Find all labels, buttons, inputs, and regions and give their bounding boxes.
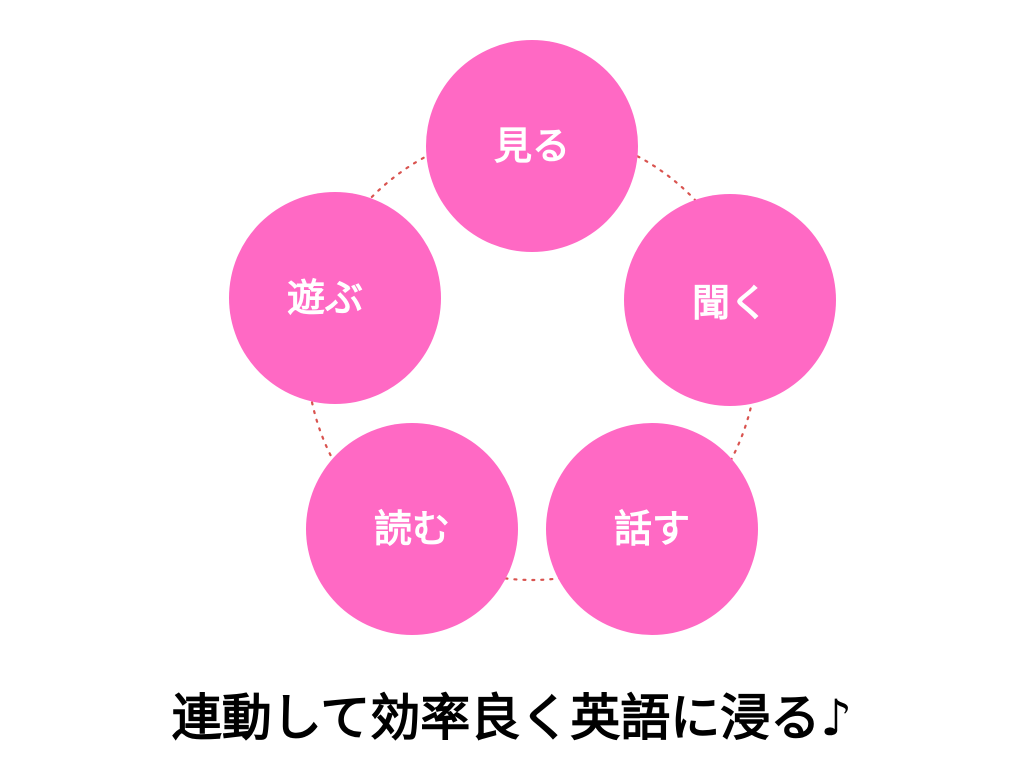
node-speak: 話す — [546, 423, 758, 635]
node-listen-circle — [624, 194, 836, 406]
node-read-label: 読む — [374, 507, 450, 551]
node-play-label: 遊ぶ — [287, 276, 363, 320]
node-see: 見る — [426, 40, 638, 252]
node-listen-label: 聞く — [692, 281, 768, 325]
node-read-circle — [306, 423, 518, 635]
node-play-circle — [229, 192, 441, 404]
node-read: 読む — [306, 423, 518, 635]
node-play: 遊ぶ — [229, 192, 441, 404]
node-speak-label: 話す — [614, 507, 690, 551]
node-see-label: 見る — [494, 124, 570, 168]
caption-text: 連動して効率良く英語に浸る♪ — [171, 689, 853, 747]
node-see-circle — [426, 40, 638, 252]
node-speak-circle — [546, 423, 758, 635]
node-listen: 聞く — [624, 194, 836, 406]
